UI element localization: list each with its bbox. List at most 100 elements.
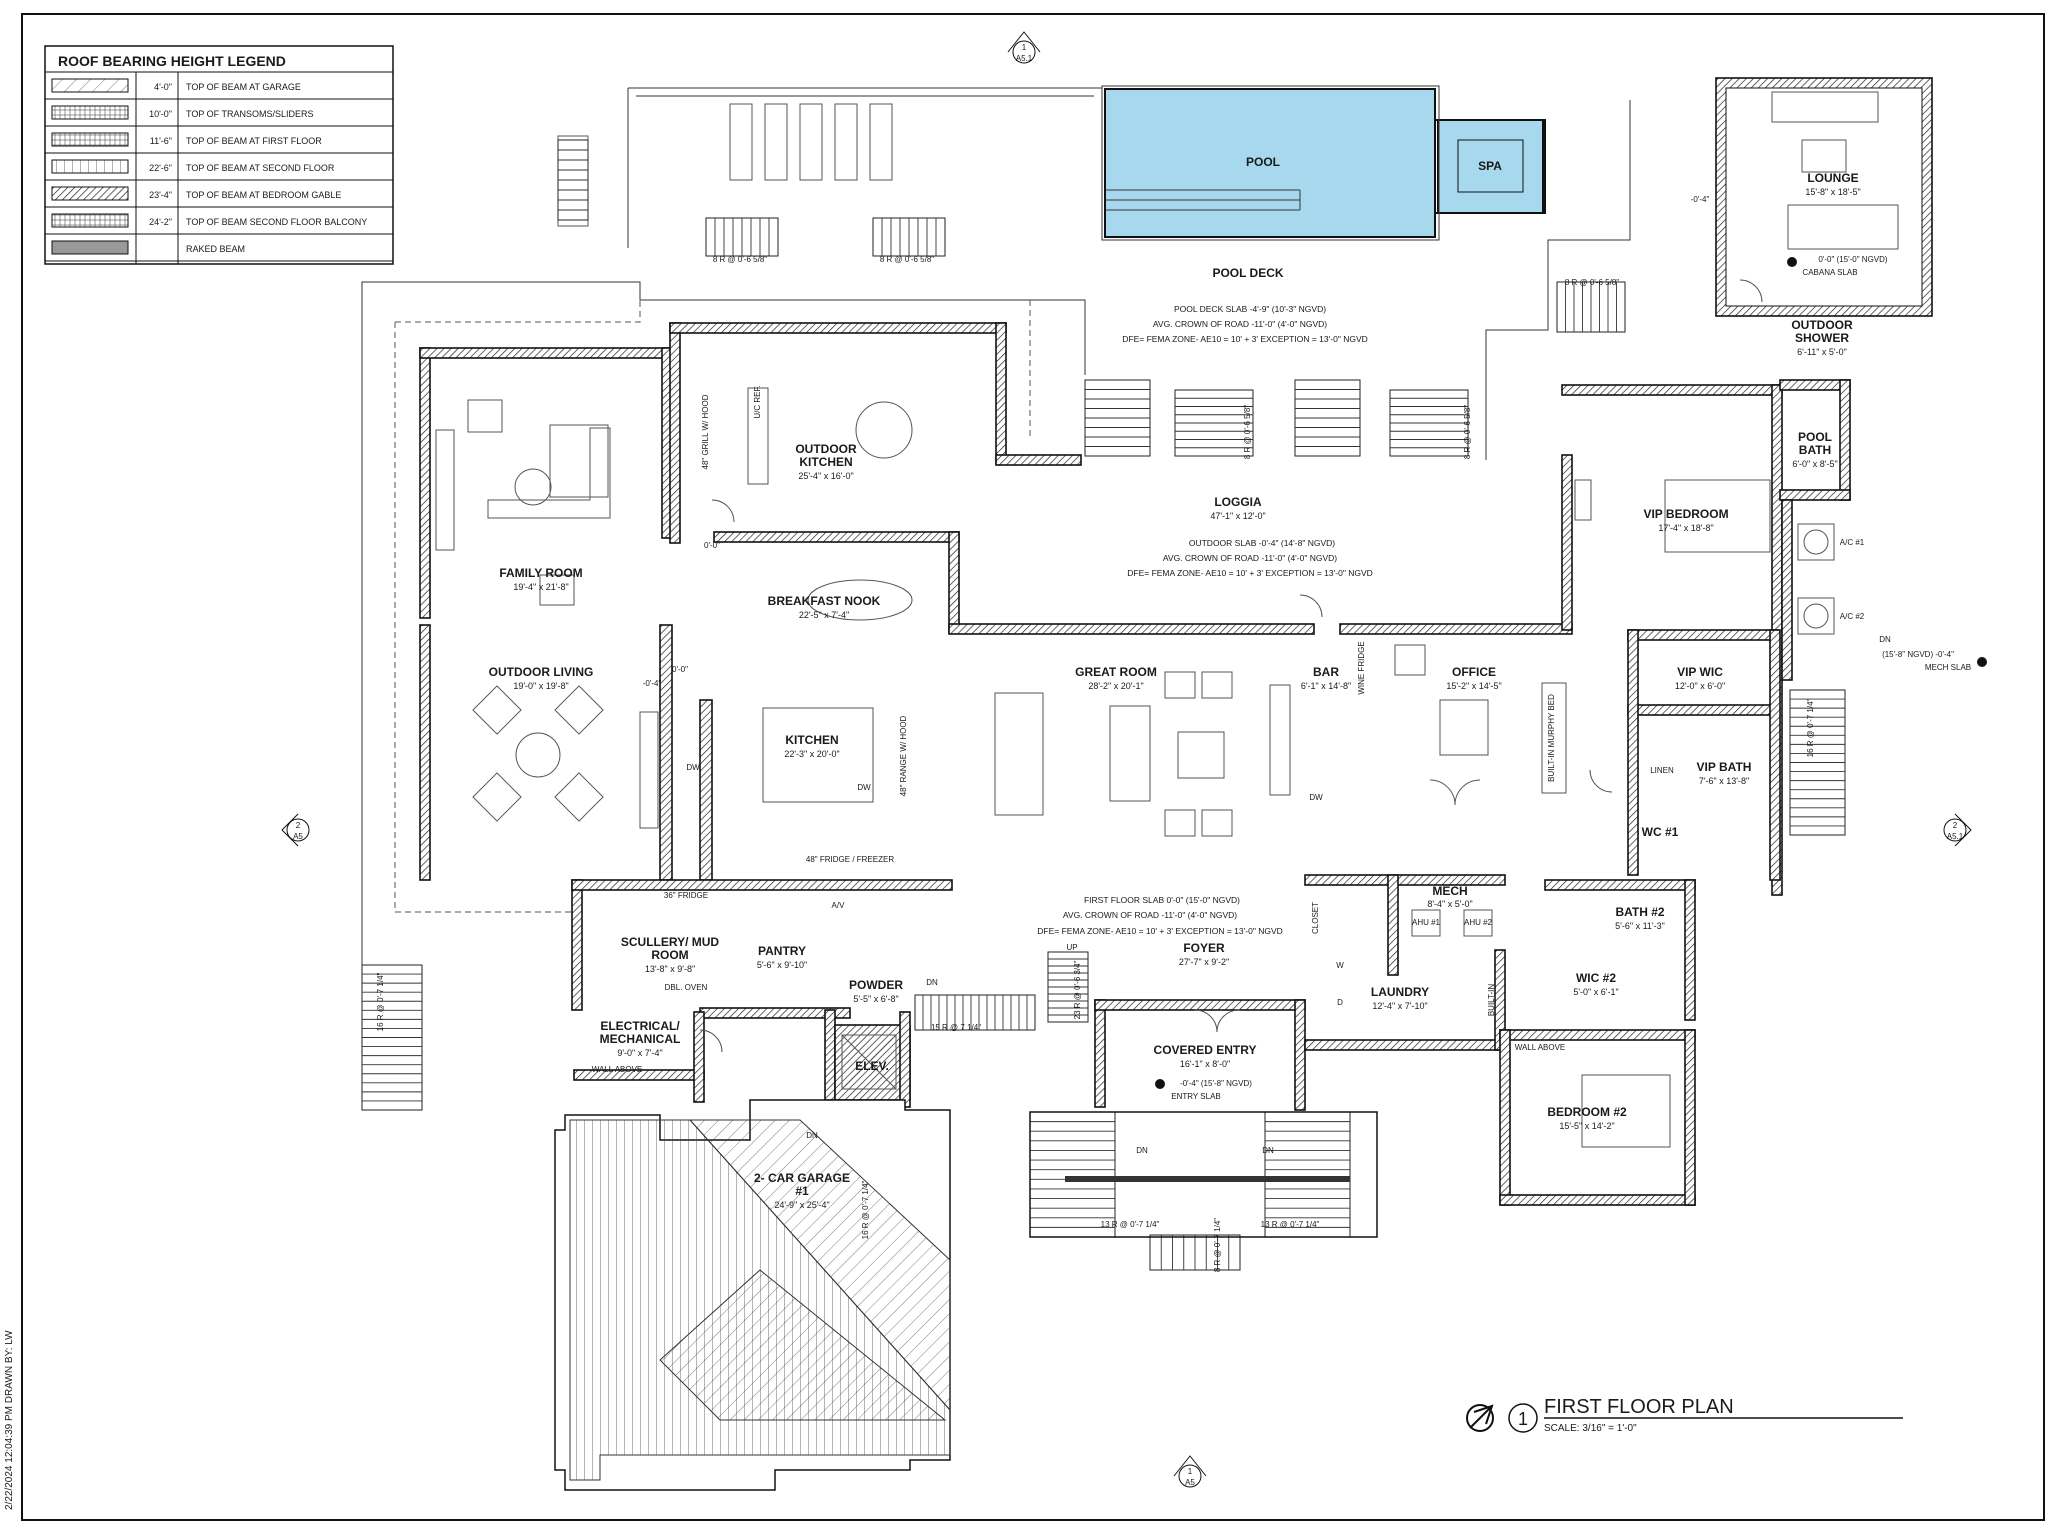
section-marker-left: 2 A5 [281, 813, 310, 847]
dbl-oven-note: DBL. OVEN [665, 983, 708, 992]
outdoor-living-dim: 19'-0" x 19'-8" [513, 681, 568, 691]
stair-note-2: 8 R @ 0'-6 5/8" [880, 255, 934, 264]
cabana-slab-value: 0'-0" (15'-0" NGVD) [1818, 255, 1888, 264]
garage-dim: 24'-9" x 25'-4" [774, 1200, 829, 1210]
breakfast-nook-label: BREAKFAST NOOK [768, 594, 881, 608]
electrical-label-2: MECHANICAL [600, 1032, 681, 1046]
pool-deck-stairs [557, 139, 1626, 457]
legend-description: TOP OF BEAM AT SECOND FLOOR [186, 163, 335, 173]
dn-note-1: DN [926, 978, 938, 987]
wic2-label: WIC #2 [1576, 971, 1616, 985]
stair-note-8: 15 R @ 7 1/4" [931, 1023, 981, 1032]
kitchen-dim: 22'-3" x 20'-0" [784, 749, 839, 759]
outdoor-shower-label: OUTDOOR [1791, 318, 1853, 332]
outdoor-kitchen-label-2: KITCHEN [799, 455, 852, 469]
legend-height: 24'-2" [149, 217, 172, 227]
dw-note-3: DW [857, 783, 871, 792]
outdoor-living-label: OUTDOOR LIVING [489, 665, 594, 679]
dn-note-3: DN [1262, 1146, 1274, 1155]
legend-swatch [51, 78, 129, 93]
lounge-dim: 15'-8" x 18'-5" [1805, 187, 1860, 197]
wic2-dim: 5'-0" x 6'-1" [1573, 987, 1618, 997]
electrical-label: ELECTRICAL/ [600, 1019, 680, 1033]
legend-title: ROOF BEARING HEIGHT LEGEND [58, 53, 286, 69]
marker-bottom-sheet: A5 [1185, 1478, 1195, 1487]
up-note: UP [1066, 943, 1077, 952]
legend-height: 10'-0" [149, 109, 172, 119]
doors [699, 279, 1763, 1053]
room-labels: POOL DECK POOL DECK SLAB -4'-9" (10'-3" … [376, 195, 1987, 1272]
title-block: 1 FIRST FLOOR PLAN SCALE: 3/16" = 1'-0" [1466, 1396, 1903, 1434]
legend-height: 4'-0" [154, 82, 172, 92]
clear-note-3: -0'-4" [1691, 195, 1710, 204]
pool-bath-label-2: BATH [1799, 443, 1831, 457]
marker-top-num: 1 [1022, 43, 1027, 52]
stair-run [1029, 1111, 1116, 1238]
outdoor-dfe-note: DFE= FEMA ZONE- AE10 = 10' + 3' EXCEPTIO… [1127, 568, 1373, 578]
outdoor-road-note: AVG. CROWN OF ROAD -11'-0" (4'-0" NGVD) [1163, 553, 1337, 563]
lounge: LOUNGE 15'-8" x 18'-5" 0'-0" (15'-0" NGV… [1715, 77, 1933, 317]
stair-note-10: 16 R @ 0'-7 1/4" [861, 1180, 870, 1239]
first-road-note: AVG. CROWN OF ROAD -11'-0" (4'-0" NGVD) [1063, 910, 1237, 920]
marker-right-num: 2 [1953, 821, 1958, 830]
lounge-label: LOUNGE [1807, 171, 1858, 185]
pool-bath-label: POOL [1798, 430, 1832, 444]
ahu1-label: AHU #1 [1412, 918, 1441, 927]
wine-fridge-note: WINE FRIDGE [1357, 641, 1366, 694]
outdoor-kitchen-dim: 25'-4" x 16'-0" [798, 471, 853, 481]
scullery-label-2: ROOM [651, 948, 688, 962]
av-note: A/V [832, 901, 846, 910]
powder-dim: 5'-5" x 6'-8" [853, 994, 898, 1004]
great-room-label: GREAT ROOM [1075, 665, 1157, 679]
furniture [435, 387, 1835, 1148]
dw-note-1: DW [686, 763, 700, 772]
bedroom2-label: BEDROOM #2 [1547, 1105, 1627, 1119]
covered-entry-dim: 16'-1" x 8'-0" [1180, 1059, 1230, 1069]
legend-swatch [51, 159, 129, 174]
legend-height: 23'-4" [149, 190, 172, 200]
cabana-slab-label: CABANA SLAB [1802, 268, 1857, 277]
powder-label: POWDER [849, 978, 903, 992]
bar-label: BAR [1313, 665, 1339, 679]
laundry-label: LAUNDRY [1371, 985, 1429, 999]
vip-bedroom-label: VIP BEDROOM [1643, 507, 1728, 521]
legend-description: TOP OF BEAM AT FIRST FLOOR [186, 136, 322, 146]
wall-above-note-2: WALL ABOVE [1515, 1043, 1566, 1052]
pantry-dim: 5'-6" x 9'-10" [757, 960, 807, 970]
marker-top-sheet: A5.1 [1016, 54, 1033, 63]
foyer-label: FOYER [1183, 941, 1225, 955]
mech-label: MECH [1432, 884, 1467, 898]
spa [1437, 119, 1544, 214]
spa-label: SPA [1478, 159, 1502, 173]
legend-description: TOP OF TRANSOMS/SLIDERS [186, 109, 314, 119]
clear-note-4: 0'-0" [672, 665, 688, 674]
outdoor-slab-note: OUTDOOR SLAB -0'-4" (14'-8" NGVD) [1189, 538, 1335, 548]
pantry-label: PANTRY [758, 944, 806, 958]
outdoor-kitchen-label: OUTDOOR [795, 442, 857, 456]
range-note: 48" RANGE W/ HOOD [899, 715, 908, 796]
washer-label: W [1336, 961, 1344, 970]
legend-swatch [51, 105, 129, 120]
stair-note-6: 16 R @ 0'-7 1/4" [376, 972, 385, 1031]
marker-right-sheet: A5.1 [1947, 832, 1964, 841]
linen-label: LINEN [1650, 766, 1674, 775]
stair-note-3: 8 R @ 0'-6 5/8" [1565, 278, 1619, 287]
entry-stairs [1029, 1111, 1378, 1271]
clear-note-2: -0'-4" [643, 679, 662, 688]
first-slab-note: FIRST FLOOR SLAB 0'-0" (15'-0" NGVD) [1084, 895, 1240, 905]
stair-note-5: 8 R @ 0'-6 5/8" [1463, 405, 1472, 459]
marker-left-num: 2 [296, 821, 301, 830]
section-marker-right: 2 A5.1 [1943, 813, 1972, 847]
bath2-dim: 5'-6" x 11'-3" [1615, 921, 1665, 931]
bath2-label: BATH #2 [1615, 905, 1664, 919]
dryer-label: D [1337, 998, 1343, 1007]
dn-note-5: DN [806, 1131, 818, 1140]
bedroom2-dim: 15'-5" x 14'-2" [1559, 1121, 1614, 1131]
legend-swatch [51, 240, 129, 255]
pool-deck-slab-note: POOL DECK SLAB -4'-9" (10'-3" NGVD) [1174, 304, 1326, 314]
section-marker-bottom: 1 A5 [1173, 1455, 1207, 1488]
title-number: 1 [1518, 1409, 1528, 1429]
breakfast-nook-dim: 22'-5" x 7'-4" [799, 610, 849, 620]
pool-bath-dim: 6'-0" x 8'-5" [1792, 459, 1837, 469]
murphy-note: BUILT-IN MURPHY BED [1547, 694, 1556, 782]
